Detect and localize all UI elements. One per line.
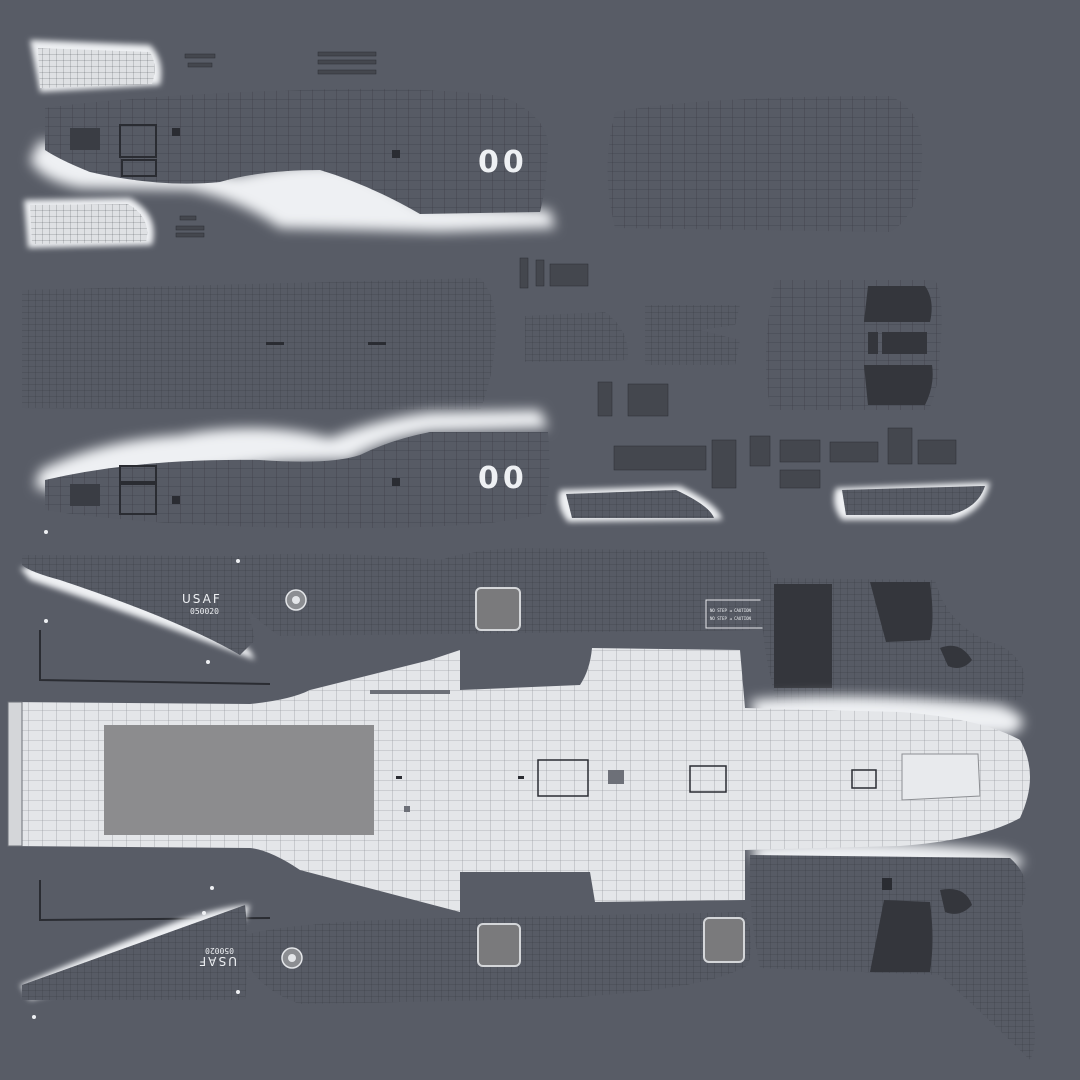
fuselage-side-mid xyxy=(35,410,550,529)
usaf-marking-right: USAF xyxy=(197,954,237,968)
stencil-left-1: NO STEP ◄ CAUTION xyxy=(710,608,752,613)
speckle-dots xyxy=(32,530,240,1019)
stencil-left-2: NO STEP ◄ CAUTION xyxy=(710,616,752,621)
nose-section-top xyxy=(760,578,1025,712)
fuselage-side-right xyxy=(245,912,751,1004)
tail-fin-right xyxy=(20,905,250,1000)
fuselage-side-left xyxy=(240,548,772,636)
serial-number-right: 050020 xyxy=(205,946,234,955)
canopy-piece-top xyxy=(30,40,162,92)
canopy-floor-panel xyxy=(607,96,923,232)
tail-number-mid: 00 xyxy=(478,461,528,496)
tail-number-top: 00 xyxy=(478,145,528,180)
fuselage-top-strip xyxy=(22,278,496,410)
small-uv-parts-middle xyxy=(519,257,957,489)
serial-number-left: 050020 xyxy=(190,607,219,616)
usaf-marking-left: USAF xyxy=(182,592,222,606)
small-uv-strips-top xyxy=(175,51,377,238)
wing-fairing-pieces xyxy=(558,482,990,522)
tail-fin-left xyxy=(20,555,255,660)
fuselage-side-top xyxy=(30,88,555,232)
nose-section-bottom xyxy=(749,855,1035,1060)
cockpit-seat-panel xyxy=(766,280,942,410)
central-hull-belly xyxy=(7,648,1030,912)
canopy-piece-lower xyxy=(24,198,154,248)
